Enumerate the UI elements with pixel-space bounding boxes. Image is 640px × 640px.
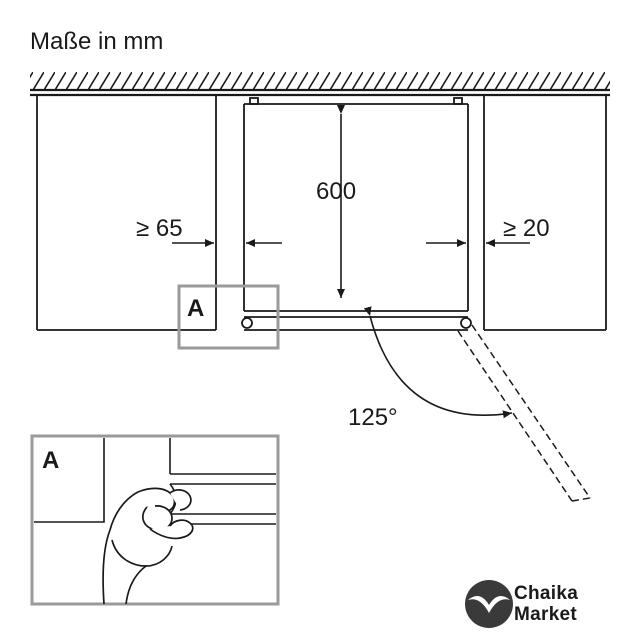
right-cabinet [483,95,607,331]
hand-icon [102,487,194,605]
detail-marker-frame [177,284,280,350]
right-hinge [460,317,472,329]
right-gap-label: ≥ 20 [503,215,550,242]
open-door-outline [457,324,591,502]
appliance-door [241,316,472,331]
detail-inset: A [30,434,280,606]
logo-line-1: Chaika [514,583,579,604]
seagull-icon [465,580,513,628]
left-hinge [241,317,253,329]
ceiling-wall [30,72,610,97]
detail-marker-label: A [187,295,204,322]
left-cabinet [36,95,217,331]
diagram-title: Maße in mm [30,28,163,55]
detail-inset-label: A [42,447,59,474]
left-gap-label: ≥ 65 [136,215,183,242]
door-angle-label: 125° [348,404,398,431]
height-label: 600 [316,178,356,205]
door-angle-arc [363,306,513,419]
logo-line-2: Market [514,604,578,625]
